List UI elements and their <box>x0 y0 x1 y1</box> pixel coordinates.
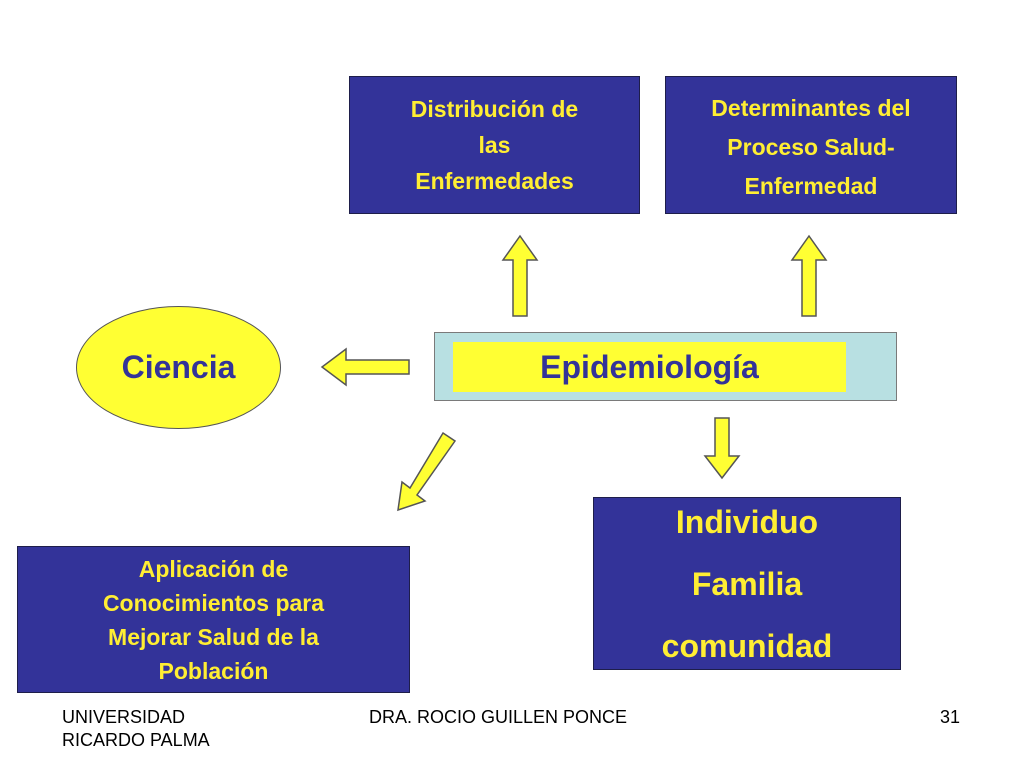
box-aplicacion-conocimientos: Aplicación de Conocimientos para Mejorar… <box>17 546 410 693</box>
epidemiologia-label: Epidemiología <box>540 348 759 385</box>
ellipse-ciencia: Ciencia <box>76 306 281 429</box>
box-individuo-familia-comunidad: Individuo Familia comunidad <box>593 497 901 670</box>
box-distribucion-enfermedades: Distribución de las Enfermedades <box>349 76 640 214</box>
footer-university: UNIVERSIDAD RICARDO PALMA <box>62 707 210 750</box>
box-individuo-line-3: comunidad <box>661 627 833 664</box>
box-determinantes-line-2: Proceso Salud- <box>727 134 895 160</box>
epidemiologia-title: Epidemiología <box>453 342 846 392</box>
box-determinantes-line-3: Enfermedad <box>744 173 878 199</box>
arrow-up-to-distribucion <box>501 234 539 317</box>
box-determinantes-line-1: Determinantes del <box>711 95 911 121</box>
arrow-diagonal-to-aplicacion <box>397 431 457 512</box>
ciencia-label: Ciencia <box>121 349 236 385</box>
box-aplicacion-line-2: Conocimientos para <box>102 589 325 616</box>
box-aplicacion-line-3: Mejorar Salud de la <box>108 623 319 650</box>
box-aplicacion-line-4: Población <box>158 657 269 684</box>
box-distribucion-line-2: las <box>478 132 511 158</box>
footer-page-number: 31 <box>940 707 961 727</box>
box-individuo-line-2: Familia <box>691 565 803 602</box>
box-distribucion-line-3: Enfermedades <box>415 168 574 194</box>
arrow-up-to-determinantes <box>790 234 828 317</box>
arrow-left-to-ciencia <box>320 347 410 387</box>
box-aplicacion-line-1: Aplicación de <box>138 555 289 582</box>
box-individuo-line-1: Individuo <box>675 503 819 540</box>
box-distribucion-line-1: Distribución de <box>410 96 579 122</box>
footer-author: DRA. ROCIO GUILLEN PONCE <box>369 707 628 727</box>
box-determinantes-salud: Determinantes del Proceso Salud- Enferme… <box>665 76 957 214</box>
arrow-down-to-individuo <box>703 417 741 480</box>
